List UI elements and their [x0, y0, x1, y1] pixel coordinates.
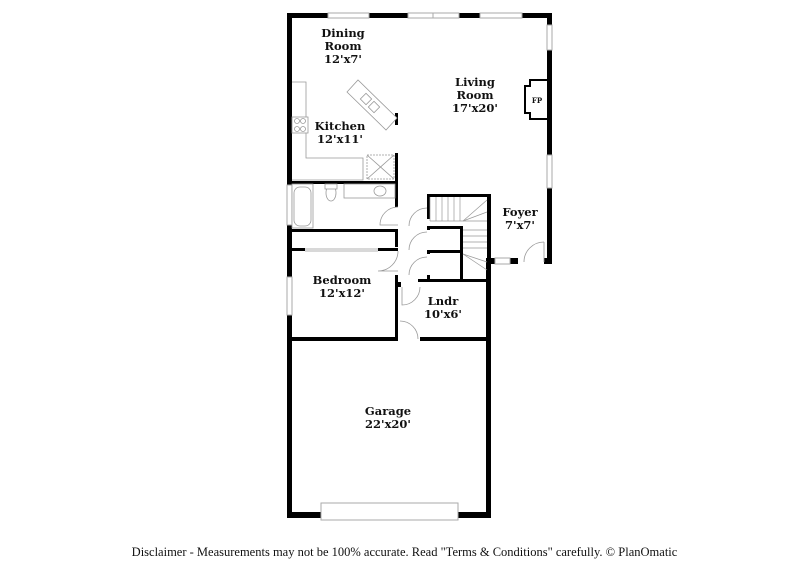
staircase [429, 197, 488, 271]
kitchen-name: Kitchen [315, 119, 366, 133]
kitchen-fixtures [291, 79, 398, 181]
room-labels: Dining Room 12'x7' Living Room 17'x20' K… [313, 26, 539, 431]
bedroom-size: 12'x12' [319, 286, 365, 300]
garage-name: Garage [365, 404, 411, 418]
laundry-name: Lndr [428, 294, 459, 308]
doors [377, 206, 545, 340]
interior-walls [287, 113, 491, 341]
kitchen-size: 12'x11' [317, 132, 363, 146]
bath-fixtures [291, 183, 396, 229]
living-room-name2: Room [456, 88, 493, 102]
dining-room-name: Dining [321, 26, 364, 40]
living-room-name: Living [455, 75, 495, 89]
living-room-size: 17'x20' [452, 101, 498, 115]
closet-rod [305, 248, 378, 252]
dining-room-name2: Room [324, 39, 361, 53]
svg-text:FP: FP [532, 96, 543, 105]
exterior-walls [287, 13, 552, 518]
garage-door [320, 502, 459, 521]
fireplace: FP [524, 79, 547, 120]
dining-room-size: 12'x7' [324, 52, 362, 66]
garage-size: 22'x20' [365, 417, 411, 431]
bedroom-name: Bedroom [313, 273, 372, 287]
foyer-size: 7'x7' [505, 218, 535, 232]
foyer-name: Foyer [502, 205, 538, 219]
laundry-size: 10'x6' [424, 307, 462, 321]
disclaimer-text: Disclaimer - Measurements may not be 100… [131, 545, 678, 559]
